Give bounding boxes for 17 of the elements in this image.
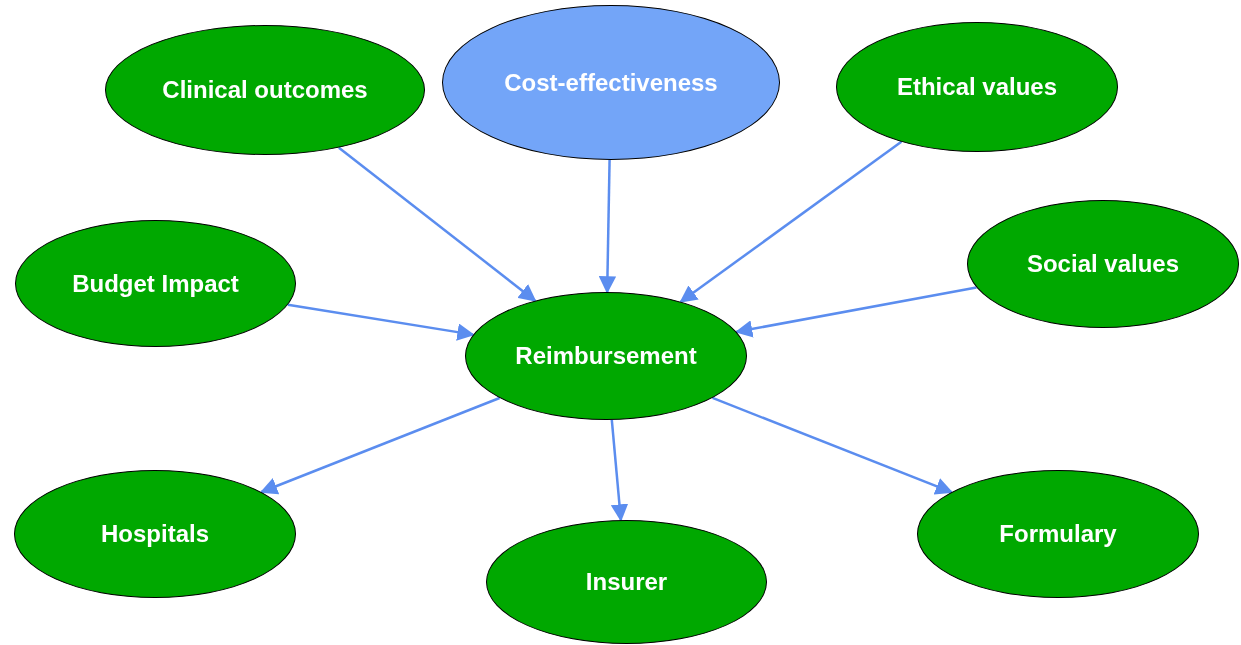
arrow xyxy=(679,140,903,303)
arrow xyxy=(259,396,501,495)
node-label: Insurer xyxy=(584,567,669,597)
node-label: Budget Impact xyxy=(71,268,240,299)
arrow xyxy=(610,419,629,522)
node-label: Social values xyxy=(1025,249,1181,279)
node-label: Clinical outcomes xyxy=(161,75,369,105)
node-label: Formulary xyxy=(998,519,1118,549)
node-label: Reimbursement xyxy=(514,341,698,371)
arrow xyxy=(287,303,475,341)
node-label: Hospitals xyxy=(100,519,210,549)
arrow xyxy=(712,396,954,495)
arrow xyxy=(338,146,537,302)
arrow xyxy=(734,286,977,338)
node-label: Ethical values xyxy=(895,72,1059,102)
arrow xyxy=(598,159,617,294)
node-label: Cost-effectiveness xyxy=(503,67,719,98)
